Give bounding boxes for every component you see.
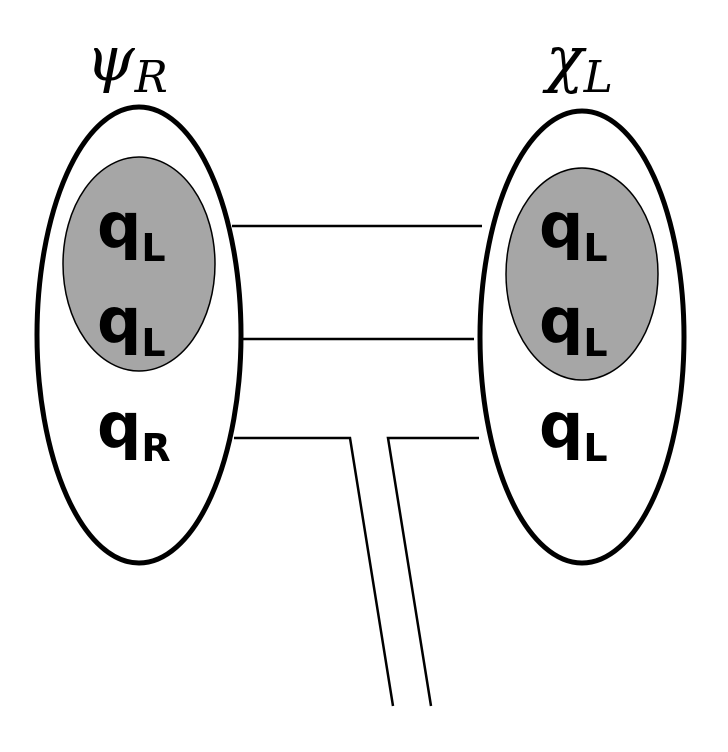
- connector-bottom-right-leg: [386, 436, 479, 707]
- right-quark-3: qL: [539, 389, 608, 470]
- right-hadron-label: χL: [542, 22, 613, 103]
- left-hadron: qL qL qR ψR: [34, 22, 244, 566]
- right-quark-1: qL: [539, 189, 608, 270]
- left-quark-2: qL: [97, 284, 166, 365]
- right-hadron: qL qL qL χL: [477, 22, 687, 566]
- left-quark-3: qR: [97, 389, 171, 470]
- right-quark-2: qL: [539, 284, 608, 365]
- right-diquark-cluster: [505, 167, 659, 381]
- connector-bottom-left-leg: [234, 436, 395, 707]
- left-hadron-label: ψR: [86, 22, 168, 103]
- left-diquark-cluster: [62, 156, 216, 372]
- left-quark-1: qL: [97, 189, 166, 270]
